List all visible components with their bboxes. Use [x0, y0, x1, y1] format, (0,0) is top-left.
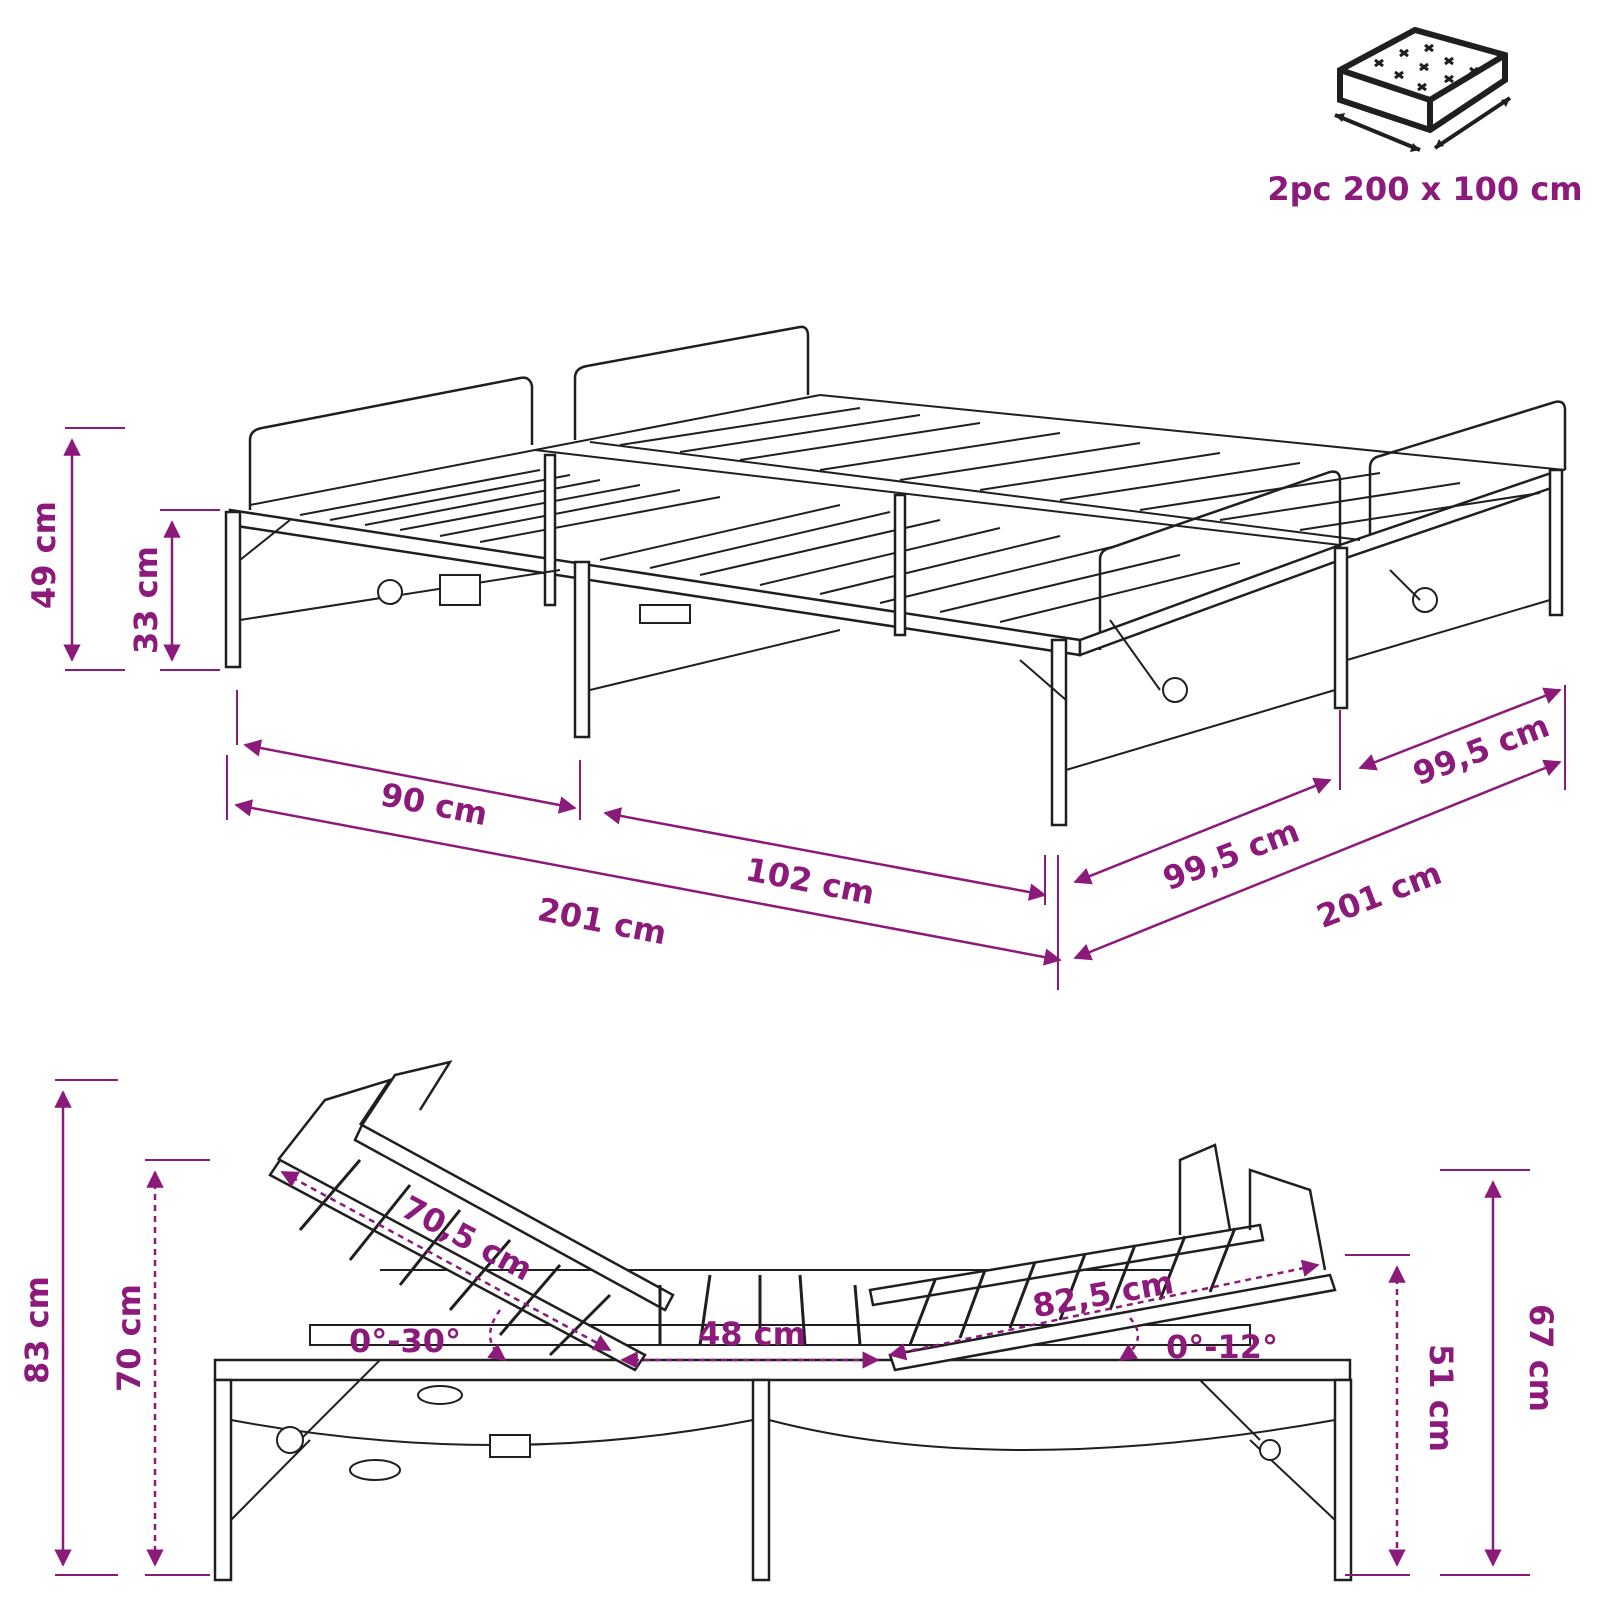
dim-head-angle: 0°-30° [349, 1322, 461, 1360]
mattress-icon [1334, 26, 1512, 152]
dim-max-height-foot: 67 cm [1522, 1304, 1560, 1412]
dim-center-section: 48 cm [698, 1315, 806, 1353]
dim-head-section: 90 cm [377, 775, 490, 833]
dim-single-width-front: 99,5 cm [1158, 811, 1305, 898]
dim-head-height: 70 cm [110, 1284, 148, 1392]
dim-max-height-head: 83 cm [18, 1276, 56, 1384]
dim-total-length: 201 cm [535, 890, 670, 952]
dim-total-height: 49 cm [25, 501, 63, 609]
dim-frame-height: 33 cm [127, 546, 165, 654]
top-view-dimension-arrows [63, 438, 1562, 966]
side-view-extension-lines [55, 1079, 1530, 1576]
dim-foot-height: 51 cm [1422, 1344, 1460, 1452]
dim-foot-angle: 0°-12° [1166, 1328, 1278, 1366]
side-view-dimension-arrows [54, 1090, 1502, 1567]
dim-total-width: 201 cm [1311, 854, 1446, 936]
mattress-size-label: 2pc 200 x 100 cm [1267, 170, 1582, 208]
bed-frame-top-view [224, 325, 1567, 827]
